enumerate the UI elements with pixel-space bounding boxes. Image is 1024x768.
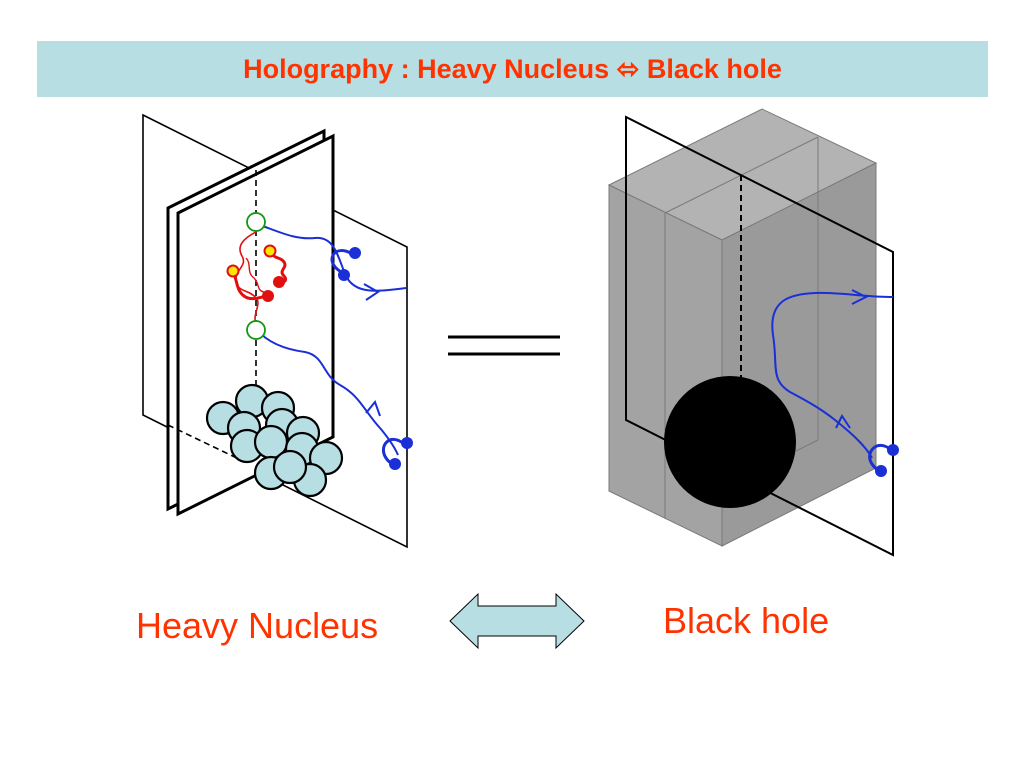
black-hole-diagram <box>607 108 899 557</box>
title-arrow-icon: ⬄ <box>616 53 640 84</box>
quark-yellow-left <box>226 264 240 278</box>
red-string-d <box>245 257 265 293</box>
title-bar: Holography : Heavy Nucleus ⬄ Black hole <box>37 41 988 97</box>
quark-red-a <box>273 276 285 288</box>
equals-icon <box>448 335 560 356</box>
left-lower-string <box>256 329 399 456</box>
caption-heavy-nucleus: Heavy Nucleus <box>136 605 379 646</box>
right-dipole-dot-b <box>875 465 887 477</box>
right-dipole-dot-a <box>887 444 899 456</box>
caption-black-hole: Black hole <box>663 600 830 641</box>
left-dashed-base <box>167 424 246 463</box>
quark-yellow-upper <box>263 244 277 258</box>
right-string-arrow-top <box>851 289 869 305</box>
left-upper-string-arrow <box>363 283 380 301</box>
title-left: Holography : Heavy Nucleus <box>243 53 610 84</box>
left-lower-dipole-dot-b <box>389 458 401 470</box>
heavy-nucleus-diagram <box>142 113 413 549</box>
nucleon-cluster <box>205 383 344 498</box>
left-upper-dipole-dot-a <box>349 247 361 259</box>
right-hologram-plane <box>625 115 894 557</box>
left-upper-dipole-dot-b <box>338 269 350 281</box>
vertex-upper <box>246 212 266 232</box>
left-lower-string-arrow <box>365 399 381 417</box>
vertex-lower <box>246 320 266 340</box>
double-arrow-icon <box>449 592 585 650</box>
page-title: Holography : Heavy Nucleus ⬄ Black hole <box>243 54 782 85</box>
red-string-b <box>231 271 269 301</box>
right-string-arrow-bottom <box>835 414 851 429</box>
black-hole <box>664 376 796 508</box>
left-lower-dipole-dot-a <box>401 437 413 449</box>
right-string <box>771 291 894 459</box>
title-right: Black hole <box>646 53 782 84</box>
quark-red-b <box>262 290 274 302</box>
